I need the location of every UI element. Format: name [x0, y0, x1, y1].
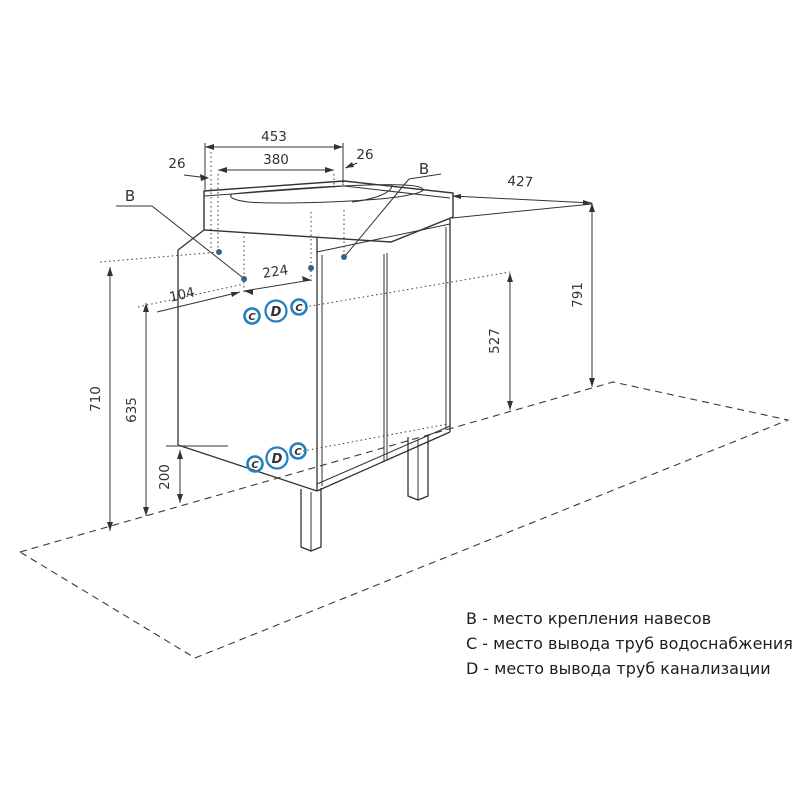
reference-lines	[99, 152, 511, 452]
dim-200: 200	[157, 464, 173, 490]
b-leader-left	[151, 205, 243, 278]
sink-bowl-curve	[351, 184, 393, 203]
pipe-markers-upper: C D C	[243, 298, 308, 325]
sink-bowl	[230, 184, 424, 204]
b-leader-right	[344, 178, 410, 257]
water-marker-icon	[289, 442, 307, 460]
dim-710: 710	[88, 386, 104, 412]
water-marker-icon	[290, 298, 308, 316]
dim-26-left: 26	[168, 156, 185, 172]
dim-635: 635	[124, 397, 140, 423]
b-point-callouts: B B	[116, 160, 442, 278]
dim-427: 427	[507, 173, 534, 191]
legend-line-hangers: B - место крепления навесов	[466, 609, 711, 628]
dim-26-right: 26	[356, 147, 373, 163]
drain-marker-icon	[265, 446, 289, 470]
water-marker-icon	[243, 307, 261, 325]
dimension-arrows	[107, 144, 595, 531]
dimension-labels: 453 380 26 26 427 791 527 710 635 200 10…	[88, 129, 586, 490]
dim-224: 224	[261, 262, 289, 282]
dim-104: 104	[168, 284, 197, 305]
floor-outline	[18, 381, 790, 659]
water-marker-icon	[246, 455, 264, 473]
dim-453: 453	[261, 129, 287, 145]
marker-letter: C	[294, 447, 302, 458]
dim-791: 791	[570, 282, 586, 308]
mounting-dots	[216, 249, 347, 282]
b-label-left: B	[125, 187, 135, 205]
mount-dot-224-left	[241, 276, 247, 282]
dim-527: 527	[487, 328, 503, 354]
cabinet-side-joint	[177, 229, 205, 251]
marker-letter: D	[271, 305, 282, 320]
dim-380: 380	[263, 152, 289, 168]
sink-outline	[203, 180, 454, 243]
legend: B - место крепления навесов C - место вы…	[466, 609, 793, 678]
mount-dot-upper-left	[216, 249, 222, 255]
b-label-right: B	[419, 160, 429, 178]
dimension-lines	[109, 143, 593, 531]
door-top-line	[316, 223, 451, 253]
mount-dot-upper-right	[341, 254, 347, 260]
legend-line-water: C - место вывода труб водоснабжения	[466, 634, 793, 653]
legend-line-drain: D - место вывода труб канализации	[466, 659, 771, 678]
mount-dot-224-right	[308, 265, 314, 271]
drain-marker-icon	[264, 299, 288, 323]
marker-letter: C	[248, 312, 256, 323]
marker-letter: D	[272, 452, 283, 467]
cabinet-body	[177, 219, 451, 552]
marker-letter: C	[295, 303, 303, 314]
marker-letter: C	[251, 460, 259, 471]
sink-basin	[203, 180, 454, 243]
pipe-markers-lower: C D C	[246, 442, 307, 473]
